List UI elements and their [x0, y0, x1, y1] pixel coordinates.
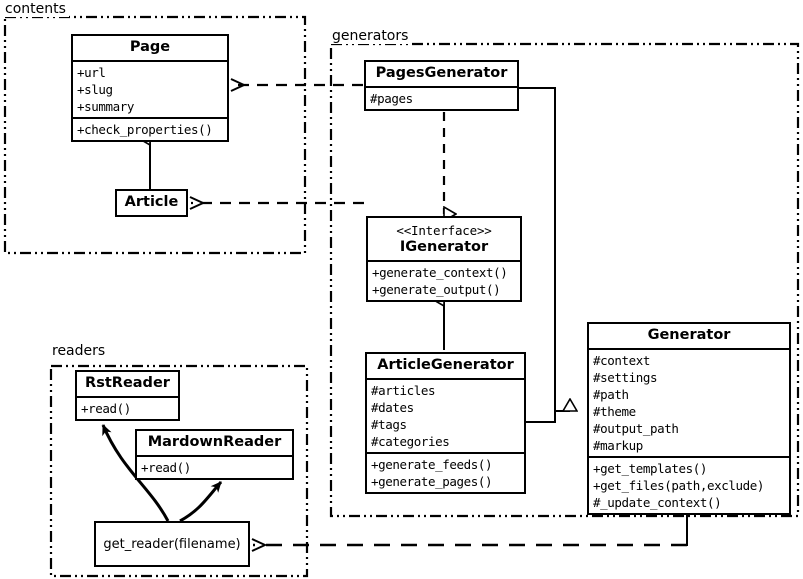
class-attribute: #categories	[371, 434, 450, 449]
class-method: #_update_context()	[593, 495, 722, 510]
class-attributes-page: +url +slug +summary	[73, 60, 227, 117]
class-method: +get_templates()	[593, 461, 708, 476]
class-title-mardownreader: MardownReader	[147, 434, 282, 450]
class-attribute: #tags	[371, 417, 407, 432]
class-attribute: #path	[593, 387, 629, 402]
class-attribute: #articles	[371, 383, 436, 398]
class-attributes-generator: #context #settings #path #theme #output_…	[589, 348, 789, 456]
class-methods-rstreader: +read()	[77, 396, 178, 419]
class-attribute: +slug	[77, 82, 113, 97]
class-method: +read()	[141, 460, 191, 475]
class-method: +check_properties()	[77, 122, 213, 137]
class-box-mardownreader[interactable]: MardownReader +read()	[135, 429, 294, 480]
class-title-igenerator: <<Interface>> IGenerator	[368, 218, 520, 260]
class-box-pagesgenerator[interactable]: PagesGenerator #pages	[364, 60, 519, 111]
class-attribute: #dates	[371, 400, 414, 415]
class-method: +generate_context()	[372, 265, 508, 280]
class-title-article: Article	[124, 194, 179, 210]
function-label-get-reader: get_reader(filename)	[103, 536, 241, 552]
function-box-get-reader[interactable]: get_reader(filename)	[94, 521, 250, 567]
class-name-igenerator: IGenerator	[399, 239, 489, 255]
class-methods-page: +check_properties()	[73, 117, 227, 140]
class-attributes-articlegenerator: #articles #dates #tags #categories	[367, 378, 524, 452]
class-method: +get_files(path,exclude)	[593, 478, 765, 493]
class-title-rstreader: RstReader	[85, 375, 170, 391]
class-box-rstreader[interactable]: RstReader +read()	[75, 370, 180, 421]
contents-package-label: contents	[2, 1, 69, 17]
class-method: +generate_pages()	[371, 474, 493, 489]
class-attribute: #markup	[593, 438, 643, 453]
class-attribute: #context	[593, 353, 651, 368]
relation-get-reader-creates-mardownreader	[179, 481, 223, 523]
class-method: +read()	[81, 401, 131, 416]
class-method: +generate_output()	[372, 282, 501, 297]
class-methods-igenerator: +generate_context() +generate_output()	[368, 260, 520, 300]
class-box-page[interactable]: Page +url +slug +summary +check_properti…	[71, 34, 229, 142]
class-title-articlegenerator: ArticleGenerator	[377, 357, 514, 373]
class-attribute: +url	[77, 65, 106, 80]
class-box-igenerator[interactable]: <<Interface>> IGenerator +generate_conte…	[366, 216, 522, 302]
class-attribute: #output_path	[593, 421, 679, 436]
class-method: +generate_feeds()	[371, 457, 493, 472]
relation-pagesgenerator-inherits-generator	[519, 87, 570, 412]
class-attributes-pagesgenerator: #pages	[366, 86, 517, 109]
class-attribute: #settings	[593, 370, 658, 385]
class-title-page: Page	[129, 39, 171, 55]
class-methods-mardownreader: +read()	[137, 455, 292, 478]
class-box-generator[interactable]: Generator #context #settings #path #them…	[587, 322, 791, 515]
readers-package-label: readers	[49, 343, 109, 359]
class-title-generator: Generator	[647, 327, 731, 343]
generators-package-label: generators	[329, 28, 412, 44]
class-box-articlegenerator[interactable]: ArticleGenerator #articles #dates #tags …	[365, 352, 526, 494]
class-attribute: #pages	[370, 91, 413, 106]
class-methods-articlegenerator: +generate_feeds() +generate_pages()	[367, 452, 524, 492]
class-attribute: +summary	[77, 99, 135, 114]
class-title-pagesgenerator: PagesGenerator	[375, 65, 508, 81]
class-methods-generator: +get_templates() +get_files(path,exclude…	[589, 456, 789, 513]
class-box-article[interactable]: Article	[115, 189, 188, 217]
relation-articlegenerator-inherits-generator	[526, 411, 556, 423]
class-stereotype-igenerator: <<Interface>>	[396, 223, 492, 238]
class-attribute: #theme	[593, 404, 636, 419]
